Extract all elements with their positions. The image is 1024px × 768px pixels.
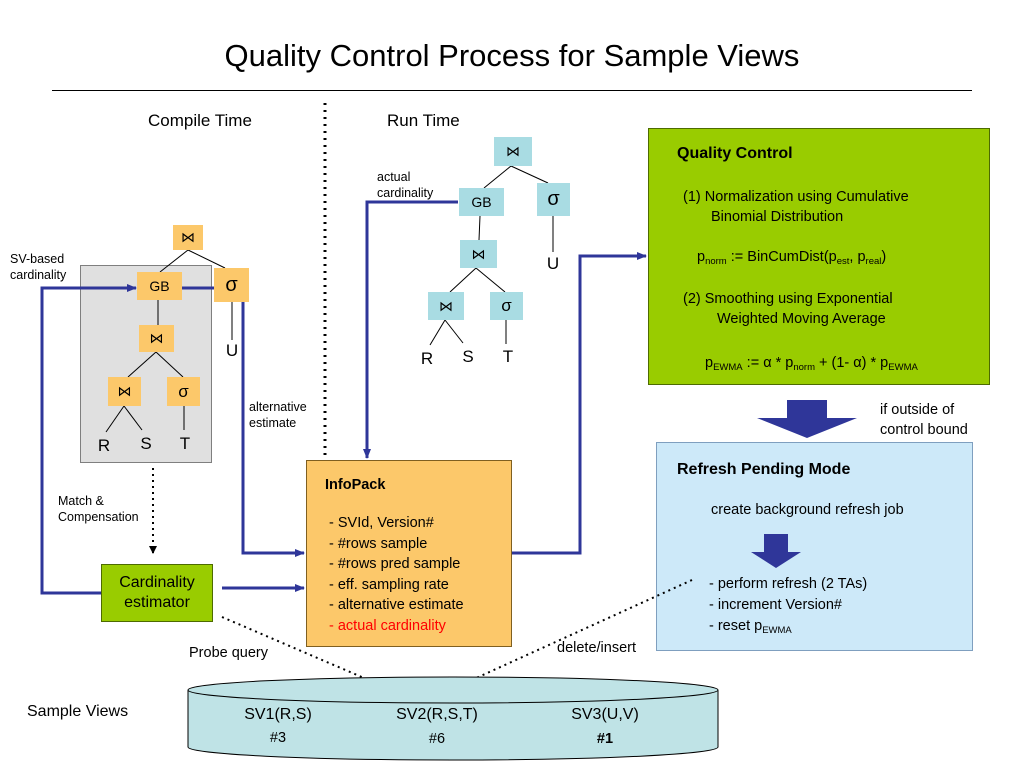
compile-groupby-node: GB	[137, 272, 182, 300]
sample-view-count: #1	[596, 731, 614, 747]
run-relation-u: U	[546, 254, 560, 273]
refresh-pending-box: Refresh Pending Mode create background r…	[656, 442, 973, 651]
quality-control-box: Quality Control (1) Normalization using …	[648, 128, 990, 385]
compile-select-u-node: σ	[214, 268, 249, 302]
normalization-step: (1) Normalization using Cumulative	[683, 189, 909, 205]
infopack-heading: InfoPack	[325, 477, 386, 493]
flow-arrows	[40, 200, 647, 595]
run-tree-edges	[429, 165, 554, 346]
refresh-item-version: - increment Version#	[709, 597, 842, 613]
infopack-item: - SVId, Version#	[329, 515, 434, 531]
infopack-item: - alternative estimate	[329, 597, 464, 613]
actual-cardinality-arrow	[363, 200, 458, 459]
sample-view-count: #3	[269, 730, 287, 746]
sample-views-cylinder	[187, 676, 719, 761]
compile-relation-u: U	[225, 341, 239, 360]
compile-join-node: ⋈	[139, 325, 174, 352]
alternative-estimate-arrow	[182, 286, 305, 557]
run-time-label: Run Time	[387, 111, 460, 130]
delete-insert-arrow	[462, 579, 693, 685]
cardinality-estimator-line1: Cardinality	[119, 574, 195, 591]
run-join-node: ⋈	[460, 240, 497, 268]
probe-query-label: Probe query	[189, 645, 268, 661]
refresh-job-text: create background refresh job	[711, 502, 904, 518]
compile-relation-r: R	[97, 436, 111, 455]
infopack-to-qc-arrow	[512, 252, 647, 555]
refresh-item-reset: - reset pEWMA	[709, 618, 792, 636]
delete-insert-label: delete/insert	[557, 640, 636, 656]
run-root-join-node: ⋈	[494, 137, 532, 166]
page-title: Quality Control Process for Sample Views	[224, 38, 800, 73]
refresh-pending-heading: Refresh Pending Mode	[677, 461, 851, 478]
qc-to-refresh-arrow	[757, 400, 857, 438]
quality-control-heading: Quality Control	[677, 145, 793, 162]
run-groupby-node: GB	[459, 188, 504, 216]
run-relation-s: S	[462, 347, 474, 366]
run-select-t-node: σ	[490, 292, 523, 320]
compile-time-label: Compile Time	[148, 111, 252, 130]
sample-view-name: SV2(R,S,T)	[396, 706, 478, 723]
compile-select-t-node: σ	[167, 377, 200, 406]
run-select-u-node: σ	[537, 183, 570, 216]
compile-tree-edges	[105, 249, 233, 433]
run-leaf-join-node: ⋈	[428, 292, 464, 320]
refresh-item-perform: - perform refresh (2 TAs)	[709, 576, 868, 592]
title-divider	[52, 90, 972, 91]
infopack-item: - #rows sample	[329, 535, 428, 552]
infopack-list: - SVId, Version# - #rows sample - #rows …	[329, 513, 464, 636]
match-compensation-label: Match &Compensation	[58, 494, 139, 524]
run-relation-r: R	[420, 349, 434, 368]
infopack-item: - #rows pred sample	[329, 556, 461, 572]
cardinality-estimator-box: Cardinality estimator	[101, 564, 213, 622]
refresh-inner-arrow	[751, 534, 801, 568]
smoothing-formula: pEWMA := α * pnorm + (1- α) * pEWMA	[705, 355, 918, 373]
compile-relation-s: S	[140, 434, 152, 453]
compile-relation-t: T	[179, 434, 191, 453]
sample-view-name: SV3(U,V)	[571, 706, 639, 723]
sample-view-name: SV1(R,S)	[244, 706, 312, 723]
cardinality-estimator-line2: estimator	[124, 594, 190, 611]
infopack-item-highlight: - actual cardinality	[329, 617, 446, 634]
sv-cardinality-arrow	[40, 284, 137, 595]
infopack-box: InfoPack - SVId, Version# - #rows sample…	[306, 460, 512, 647]
probe-query-arrow	[221, 616, 379, 685]
run-relation-t: T	[502, 347, 514, 366]
normalization-formula: pnorm := BinCumDist(pest, preal)	[697, 249, 887, 267]
normalization-step-cont: Binomial Distribution	[711, 209, 844, 225]
sample-view-count: #6	[428, 731, 446, 747]
smoothing-step: (2) Smoothing using Exponential	[683, 291, 893, 307]
compile-leaf-join-node: ⋈	[108, 377, 141, 406]
infopack-item: - eff. sampling rate	[329, 576, 449, 593]
sample-views-label: Sample Views	[27, 703, 129, 720]
compile-root-join-node: ⋈	[173, 225, 203, 250]
smoothing-step-cont: Weighted Moving Average	[717, 311, 886, 327]
